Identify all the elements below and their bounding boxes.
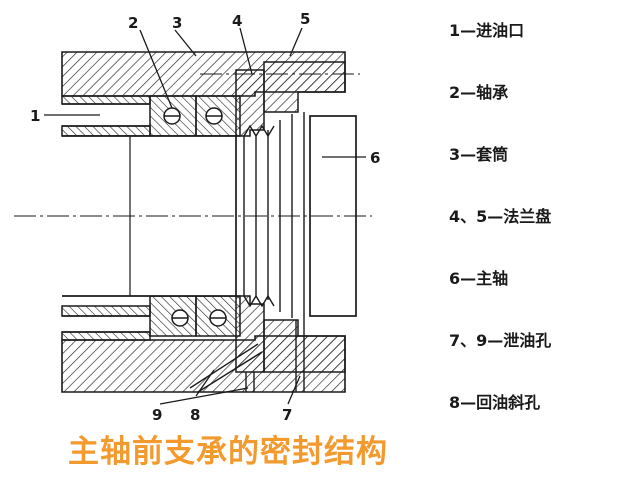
legend: 1—进油口 2—轴承 3—套筒 4、5—法兰盘 6—主轴 7、9—泄油孔 8—回… bbox=[449, 22, 635, 456]
drain-hole-7 bbox=[295, 320, 305, 392]
callout-4: 4 bbox=[232, 12, 242, 30]
legend-item-spindle: 6—主轴 bbox=[449, 269, 509, 288]
legend-item-drain-hole: 7、9—泄油孔 bbox=[449, 331, 552, 350]
callout-labels: 1 2 3 4 5 6 7 8 9 bbox=[30, 10, 380, 424]
callout-3: 3 bbox=[172, 14, 182, 32]
callout-9: 9 bbox=[152, 406, 162, 424]
callout-1: 1 bbox=[30, 107, 40, 125]
legend-item-return-slant-hole: 8—回油斜孔 bbox=[449, 393, 541, 412]
callout-7: 7 bbox=[282, 406, 292, 424]
oil-return-slant-hole-8 bbox=[189, 343, 263, 393]
legend-item-flange: 4、5—法兰盘 bbox=[449, 207, 552, 226]
callout-8: 8 bbox=[190, 406, 200, 424]
diagram-caption: 主轴前支承的密封结构 bbox=[68, 434, 388, 470]
bearing-lower bbox=[149, 295, 241, 337]
legend-item-oil-inlet: 1—进油口 bbox=[449, 21, 525, 40]
bearing-upper bbox=[149, 95, 241, 137]
legend-item-sleeve: 3—套筒 bbox=[449, 145, 509, 164]
callout-5: 5 bbox=[300, 10, 310, 28]
leader-lines bbox=[44, 27, 366, 405]
centerlines bbox=[14, 73, 372, 217]
flange-4 bbox=[235, 69, 265, 373]
legend-item-bearing: 2—轴承 bbox=[449, 83, 509, 102]
callout-6: 6 bbox=[370, 149, 380, 167]
callout-2: 2 bbox=[128, 14, 138, 32]
